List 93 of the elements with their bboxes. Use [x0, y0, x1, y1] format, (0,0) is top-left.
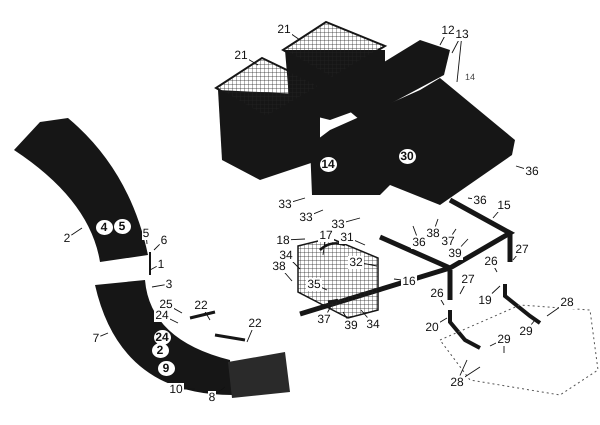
- callout-number: 8: [208, 390, 216, 404]
- callout-number: 28: [559, 296, 575, 308]
- leader-line: [440, 36, 445, 46]
- callout-number: 37: [316, 312, 332, 326]
- callout-number: 20: [424, 320, 440, 334]
- leader-line: [100, 332, 108, 337]
- callout-number: 12: [440, 24, 456, 36]
- callout-number: 18: [275, 234, 291, 246]
- leader-line: [152, 284, 166, 288]
- leader-line: [456, 40, 462, 82]
- leader-line: [345, 218, 360, 222]
- leader-line: [546, 306, 560, 316]
- callout-number: 29: [496, 332, 512, 346]
- callout-number: 31: [339, 230, 355, 244]
- callout-number: 17: [318, 228, 334, 242]
- callout-number: 24: [154, 308, 170, 322]
- callout-number: 10: [168, 382, 184, 396]
- callout-number: 21: [276, 22, 292, 36]
- callout-number: 26: [429, 286, 445, 300]
- callout-number: 32: [348, 256, 364, 268]
- leader-line: [173, 308, 182, 314]
- leader-line: [291, 34, 300, 40]
- leader-line: [284, 272, 292, 282]
- leader-line: [246, 329, 253, 342]
- callout-number: 1: [156, 258, 166, 270]
- callout-number: 28: [449, 376, 465, 388]
- leader-line: [354, 240, 366, 246]
- leader-line: [360, 310, 368, 318]
- leader-line: [530, 320, 536, 325]
- leader-line: [216, 386, 226, 394]
- leader-line: [460, 285, 465, 294]
- callout-number: 22: [193, 298, 209, 312]
- leader-line: [439, 318, 448, 323]
- leader-line: [154, 244, 160, 250]
- leader-line: [327, 306, 332, 313]
- callout-number: 33: [330, 218, 346, 230]
- callout-number: 34: [365, 318, 381, 330]
- leader-line: [313, 210, 324, 214]
- leader-line: [440, 299, 444, 306]
- callout-number: 37: [440, 234, 456, 248]
- leader-line: [150, 266, 158, 270]
- leader-line: [492, 286, 500, 294]
- callout-number: 36: [472, 194, 488, 206]
- leader-line: [490, 342, 497, 346]
- leader-line: [169, 318, 178, 324]
- leader-line: [322, 241, 326, 256]
- leader-line: [70, 228, 82, 236]
- callout-number: 33: [277, 198, 293, 210]
- leader-line: [292, 198, 306, 202]
- leader-line: [460, 360, 468, 376]
- callout-number: 39: [447, 246, 463, 260]
- leader-line: [292, 261, 300, 270]
- callout-number: 36: [411, 236, 427, 248]
- callout-number: 38: [425, 226, 441, 240]
- callout-number: 25: [158, 298, 174, 310]
- callout-number: 13: [454, 28, 470, 40]
- leader-line: [342, 312, 348, 319]
- callout-number: 3: [164, 278, 174, 290]
- callout-number: 34: [278, 248, 294, 262]
- callout-number: 7: [92, 332, 100, 344]
- leader-line: [321, 287, 328, 290]
- leader-line: [434, 218, 438, 227]
- callout-number: 6: [160, 234, 168, 246]
- callout-number: 36: [524, 164, 540, 178]
- callout-number: 22: [247, 316, 263, 330]
- leader-line: [248, 59, 258, 66]
- callout-number: 21: [233, 48, 249, 62]
- leader-line: [452, 228, 456, 235]
- leader-line: [290, 238, 306, 240]
- leader-line: [516, 166, 525, 170]
- callout-number: 26: [483, 254, 499, 268]
- callout-number: 14: [464, 70, 475, 84]
- leader-line: [363, 263, 378, 266]
- leader-line: [464, 366, 480, 378]
- leader-line: [492, 211, 499, 218]
- callout-number: 38: [271, 260, 287, 272]
- callout-number: 19: [477, 294, 493, 306]
- leader-line: [204, 311, 210, 320]
- leader-line: [460, 238, 468, 247]
- callout-number: 39: [343, 318, 359, 332]
- leader-line: [452, 40, 460, 54]
- callout-number: 29: [518, 324, 534, 338]
- callout-number: 5: [142, 226, 150, 240]
- callout-number: 2: [62, 232, 72, 244]
- callout-number: 16: [401, 274, 417, 288]
- callout-number: 33: [298, 210, 314, 224]
- leader-line: [512, 255, 518, 260]
- callout-number: 35: [306, 278, 322, 290]
- callout-number: 27: [460, 272, 476, 286]
- leader-line: [394, 278, 402, 280]
- callout-number: 27: [514, 242, 530, 256]
- leader-line: [412, 226, 418, 236]
- callout-number: 15: [496, 198, 512, 212]
